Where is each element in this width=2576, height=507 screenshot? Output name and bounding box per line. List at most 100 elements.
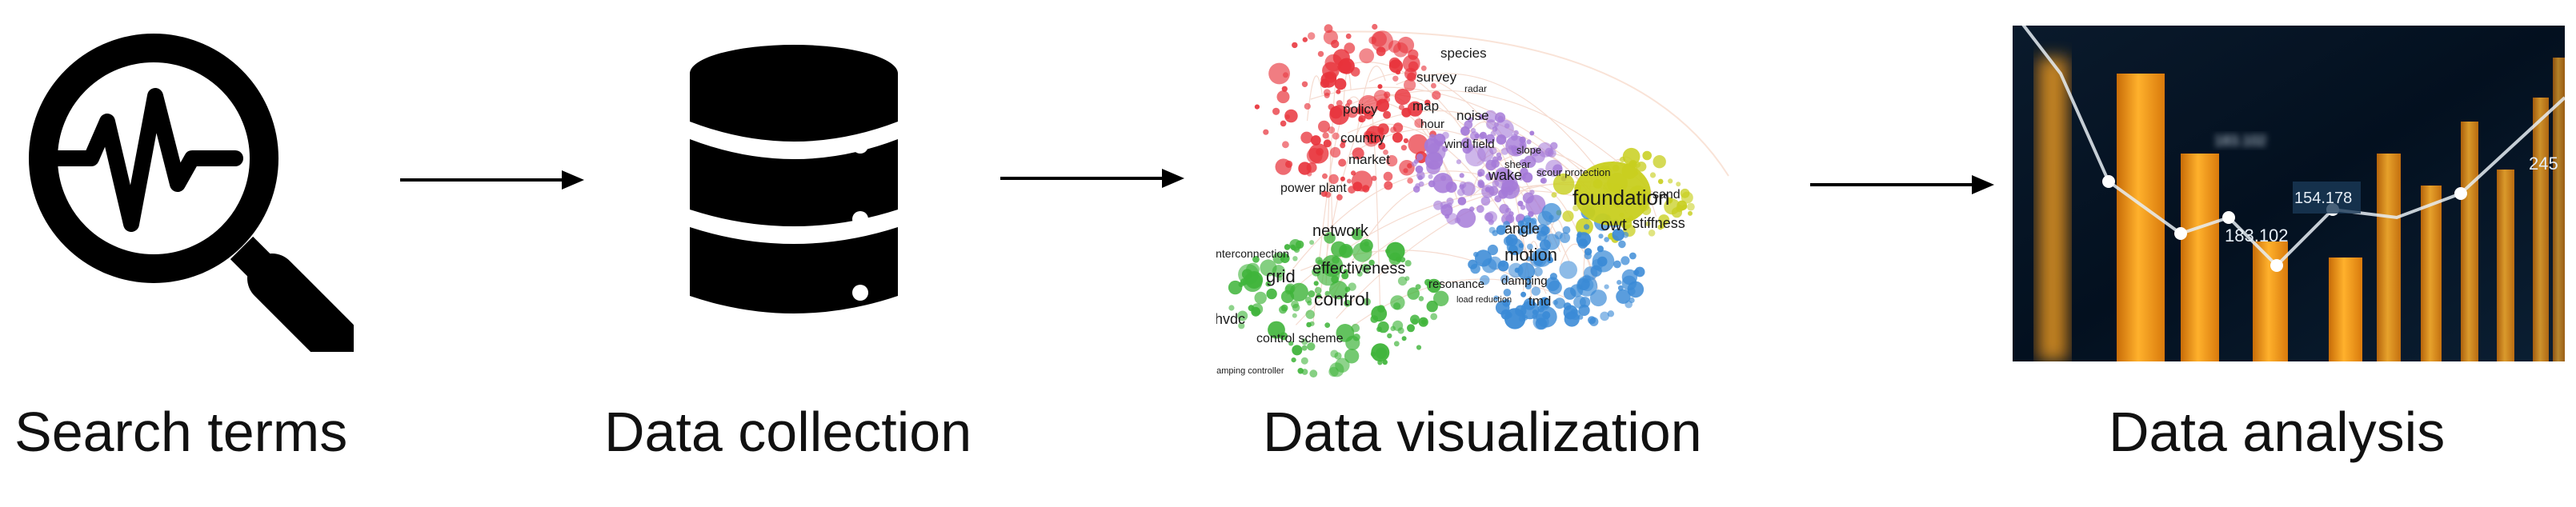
map-node xyxy=(1407,324,1415,333)
map-node xyxy=(1600,311,1609,321)
map-node xyxy=(1317,50,1324,58)
map-node xyxy=(1265,281,1272,287)
map-node xyxy=(1527,243,1533,250)
map-node xyxy=(1351,170,1356,176)
map-node xyxy=(1292,42,1298,49)
map-node xyxy=(1485,211,1497,223)
map-node xyxy=(1297,368,1304,373)
map-node xyxy=(1390,126,1396,134)
map-node xyxy=(1399,160,1415,176)
map-node xyxy=(1332,256,1340,264)
map-edge xyxy=(1284,170,1504,280)
map-node xyxy=(1474,133,1480,139)
map-node xyxy=(1688,210,1693,216)
map-node xyxy=(1324,232,1336,244)
map-node xyxy=(1440,175,1447,182)
chart-value-label: 183.102 xyxy=(2225,226,2289,246)
map-node xyxy=(1300,131,1313,144)
map-term-label: effectiveness xyxy=(1312,260,1405,277)
map-node xyxy=(1676,205,1684,213)
map-node xyxy=(1433,200,1444,210)
map-node xyxy=(1324,290,1331,297)
map-node xyxy=(1306,321,1312,328)
map-node xyxy=(1660,223,1665,229)
map-node xyxy=(1481,185,1495,198)
map-node xyxy=(1351,323,1360,333)
map-node xyxy=(1432,173,1453,194)
map-node xyxy=(1470,263,1480,274)
map-node xyxy=(1529,190,1535,195)
map-node xyxy=(1485,173,1493,181)
arrow-3 xyxy=(1810,173,1994,201)
map-node xyxy=(1545,277,1560,292)
arrow-2 xyxy=(1000,166,1184,194)
map-node xyxy=(1336,194,1343,201)
map-node xyxy=(1351,228,1364,241)
map-node xyxy=(1613,260,1621,269)
map-term-label: tmd xyxy=(1528,293,1551,309)
map-term-label: wind field xyxy=(1444,138,1495,151)
map-term-label: noise xyxy=(1456,108,1489,123)
map-node xyxy=(1526,139,1532,145)
map-node xyxy=(1306,162,1317,173)
map-node xyxy=(1504,308,1526,329)
map-node xyxy=(1664,198,1681,215)
map-node xyxy=(1263,129,1269,135)
map-node xyxy=(1407,287,1420,300)
map-node xyxy=(1309,240,1315,246)
map-node xyxy=(1407,101,1423,117)
map-node xyxy=(1359,48,1375,64)
map-node xyxy=(1550,142,1558,150)
map-node xyxy=(1238,281,1244,288)
map-node xyxy=(1407,72,1416,82)
map-node xyxy=(1322,173,1328,179)
map-node xyxy=(1540,226,1550,236)
map-node xyxy=(1281,86,1288,92)
map-node xyxy=(1343,269,1348,274)
map-node xyxy=(1376,98,1389,112)
map-node xyxy=(1642,150,1652,161)
chart-value-label: 183.102 xyxy=(2214,133,2266,149)
map-node xyxy=(1487,244,1498,256)
map-node xyxy=(1634,266,1645,277)
map-node xyxy=(1307,300,1312,306)
map-node xyxy=(1358,114,1366,123)
map-node xyxy=(1383,150,1388,155)
map-node xyxy=(1324,322,1331,328)
bar-chart-photo: 183.102 183.102 154.178 245 xyxy=(2013,20,2566,361)
map-node xyxy=(1456,208,1476,228)
map-node xyxy=(1260,259,1277,277)
map-node xyxy=(1324,92,1330,98)
map-node xyxy=(1489,146,1497,155)
map-node xyxy=(1296,240,1304,249)
map-node xyxy=(1539,297,1550,308)
map-node xyxy=(1268,62,1290,85)
map-node xyxy=(1629,297,1635,304)
map-term-label: owt xyxy=(1600,216,1627,234)
map-node xyxy=(1345,33,1352,39)
map-node xyxy=(1576,232,1592,247)
map-node xyxy=(1307,342,1316,351)
chart-bar xyxy=(2497,170,2514,361)
arrow-1 xyxy=(400,168,584,196)
map-node xyxy=(1680,188,1690,198)
map-node xyxy=(1356,270,1363,277)
map-node xyxy=(1420,65,1427,71)
map-node xyxy=(1513,130,1519,136)
map-node xyxy=(1559,261,1577,279)
map-node xyxy=(1621,269,1638,285)
map-node xyxy=(1418,317,1428,327)
map-node xyxy=(1532,247,1552,267)
map-node xyxy=(1266,288,1277,300)
map-node xyxy=(1284,109,1298,123)
map-node xyxy=(1524,222,1532,230)
map-node xyxy=(1518,175,1524,181)
map-node xyxy=(1316,293,1322,299)
map-node xyxy=(1323,139,1332,148)
map-node xyxy=(1305,309,1315,319)
map-node xyxy=(1618,240,1626,249)
map-node xyxy=(1612,228,1625,242)
map-node xyxy=(1629,252,1637,260)
map-node xyxy=(1362,185,1370,193)
